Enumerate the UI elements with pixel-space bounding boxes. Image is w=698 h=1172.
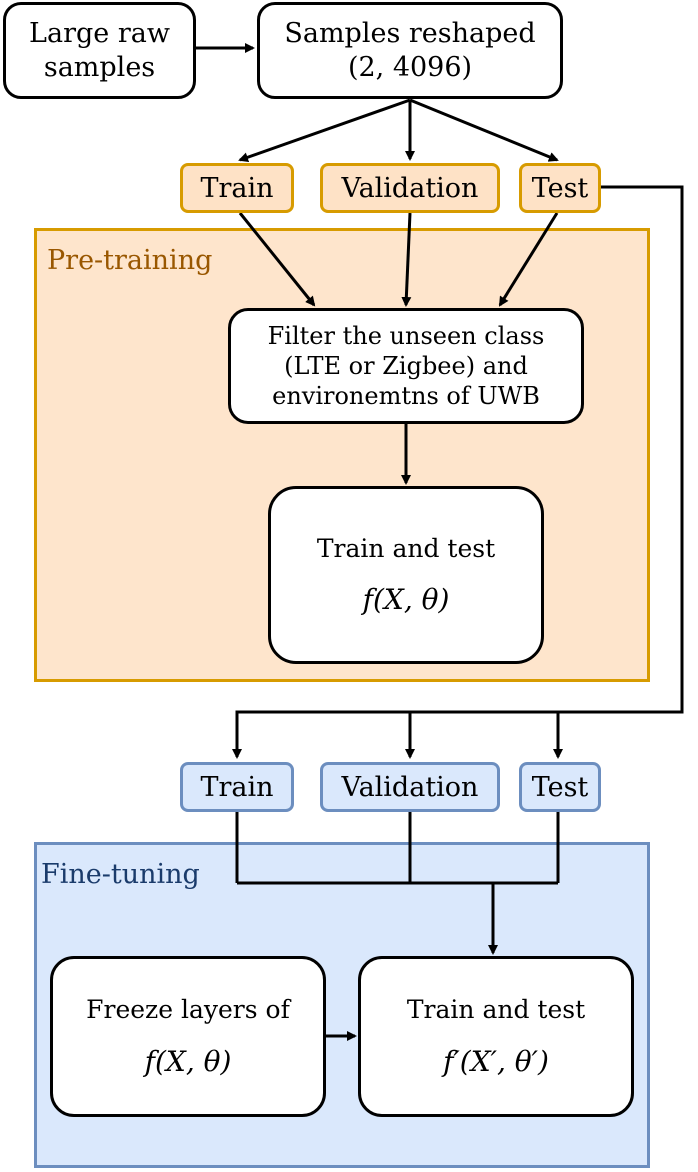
top-test-pill: Test xyxy=(519,163,601,213)
finetune-model-box: Train and test f′(X′, θ′) xyxy=(358,956,634,1117)
bottom-validation-pill: Validation xyxy=(320,762,500,812)
arrow-validation-to-filter xyxy=(401,212,412,307)
arrow-reshaped-to-test xyxy=(409,98,559,162)
pretraining-title: Pre-training xyxy=(47,245,213,276)
arrow-train-to-filter xyxy=(238,212,316,307)
freeze-layers-title: Freeze layers of xyxy=(86,995,290,1025)
reshaped-samples-box: Samples reshaped (2, 4096) xyxy=(257,2,563,99)
finetuning-title: Fine-tuning xyxy=(41,859,200,890)
top-validation-pill: Validation xyxy=(320,163,500,213)
finetune-model-formula: f′(X′, θ′) xyxy=(443,1044,549,1078)
finetune-model-title: Train and test xyxy=(406,995,586,1025)
pretrain-model-box: Train and test f(X, θ) xyxy=(268,486,544,664)
raw-samples-label: Large raw samples xyxy=(29,17,170,83)
reshaped-samples-label: Samples reshaped (2, 4096) xyxy=(284,17,536,83)
bottom-test-pill: Test xyxy=(519,762,601,812)
pretrain-model-formula: f(X, θ) xyxy=(362,583,450,617)
arrow-reshaped-to-train xyxy=(238,98,411,163)
raw-samples-box: Large raw samples xyxy=(3,2,196,99)
arrow-test-to-bottom-train xyxy=(232,185,684,759)
top-train-pill: Train xyxy=(180,163,294,213)
filter-label: Filter the unseen class (LTE or Zigbee) … xyxy=(267,322,545,410)
bottom-train-pill: Train xyxy=(180,762,294,812)
freeze-layers-box: Freeze layers of f(X, θ) xyxy=(50,956,326,1117)
arrow-test-to-filter xyxy=(498,212,559,307)
filter-box: Filter the unseen class (LTE or Zigbee) … xyxy=(228,308,584,424)
freeze-layers-formula: f(X, θ) xyxy=(144,1044,232,1078)
pretrain-model-title: Train and test xyxy=(316,533,496,563)
